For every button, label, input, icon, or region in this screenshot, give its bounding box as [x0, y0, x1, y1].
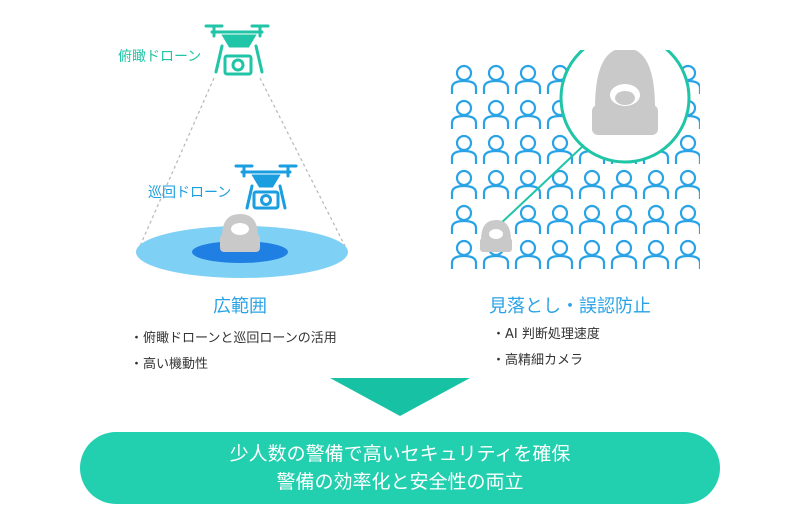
crowd-person-icon	[514, 239, 542, 271]
magnified-hooded-person-icon	[592, 50, 658, 135]
crowd-person-icon	[642, 239, 670, 271]
view-cone-left-line	[139, 77, 215, 247]
crowd-person-icon	[546, 239, 574, 271]
crowd-person-icon	[450, 239, 478, 271]
crowd-person-icon	[514, 169, 542, 201]
crowd-person-icon	[482, 64, 510, 96]
crowd-illustration	[450, 50, 700, 271]
right-bullet-item: 高精細カメラ	[492, 348, 600, 374]
down-arrow	[330, 378, 470, 416]
crowd-person-icon	[450, 204, 478, 236]
crowd-person-icon	[482, 134, 510, 166]
banner-line-1: 少人数の警備で高いセキュリティを確保	[229, 443, 571, 465]
crowd-person-icon	[450, 64, 478, 96]
patrol-drone-label: 巡回ドローン	[148, 185, 232, 201]
hooded-person-icon	[220, 214, 260, 252]
right-bullet-list: AI 判断処理速度 高精細カメラ	[492, 322, 600, 374]
crowd-person-icon	[450, 134, 478, 166]
crowd-person-icon	[546, 204, 574, 236]
crowd-person-icon	[514, 134, 542, 166]
left-illustration	[136, 24, 348, 278]
crowd-person-icon	[514, 99, 542, 131]
crowd-person-icon	[610, 239, 638, 271]
crowd-person-icon	[514, 204, 542, 236]
crowd-person-icon	[482, 169, 510, 201]
oversight-heading: 見落とし・誤認防止	[489, 296, 651, 317]
summary-banner: 少人数の警備で高いセキュリティを確保 警備の効率化と安全性の両立	[80, 432, 720, 504]
crowd-person-icon	[578, 239, 606, 271]
wide-area-heading: 広範囲	[213, 296, 267, 317]
overhead-drone-label: 俯瞰ドローン	[118, 49, 202, 65]
crowd-person-icon	[482, 99, 510, 131]
crowd-person-icon	[610, 169, 638, 201]
left-bullet-list: 俯瞰ドローンと巡回ローンの活用 高い機動性	[130, 326, 337, 378]
overhead-drone-icon	[204, 24, 270, 76]
crowd-person-icon	[578, 169, 606, 201]
left-bullet-item: 俯瞰ドローンと巡回ローンの活用	[130, 326, 337, 352]
suspect-in-crowd-icon	[480, 220, 512, 252]
crowd-person-icon	[578, 204, 606, 236]
right-bullet-item: AI 判断処理速度	[492, 322, 600, 348]
left-bullet-item: 高い機動性	[130, 352, 337, 378]
patrol-drone-icon	[234, 164, 298, 210]
crowd-person-icon	[610, 204, 638, 236]
view-cone-right-line	[259, 77, 346, 247]
crowd-person-icon	[450, 99, 478, 131]
crowd-person-icon	[674, 204, 700, 236]
crowd-person-icon	[674, 169, 700, 201]
crowd-person-icon	[674, 239, 700, 271]
crowd-person-icon	[674, 134, 700, 166]
crowd-person-icon	[642, 204, 670, 236]
crowd-person-icon	[450, 169, 478, 201]
banner-line-2: 警備の効率化と安全性の両立	[276, 471, 524, 493]
crowd-person-icon	[514, 64, 542, 96]
crowd-person-icon	[642, 169, 670, 201]
